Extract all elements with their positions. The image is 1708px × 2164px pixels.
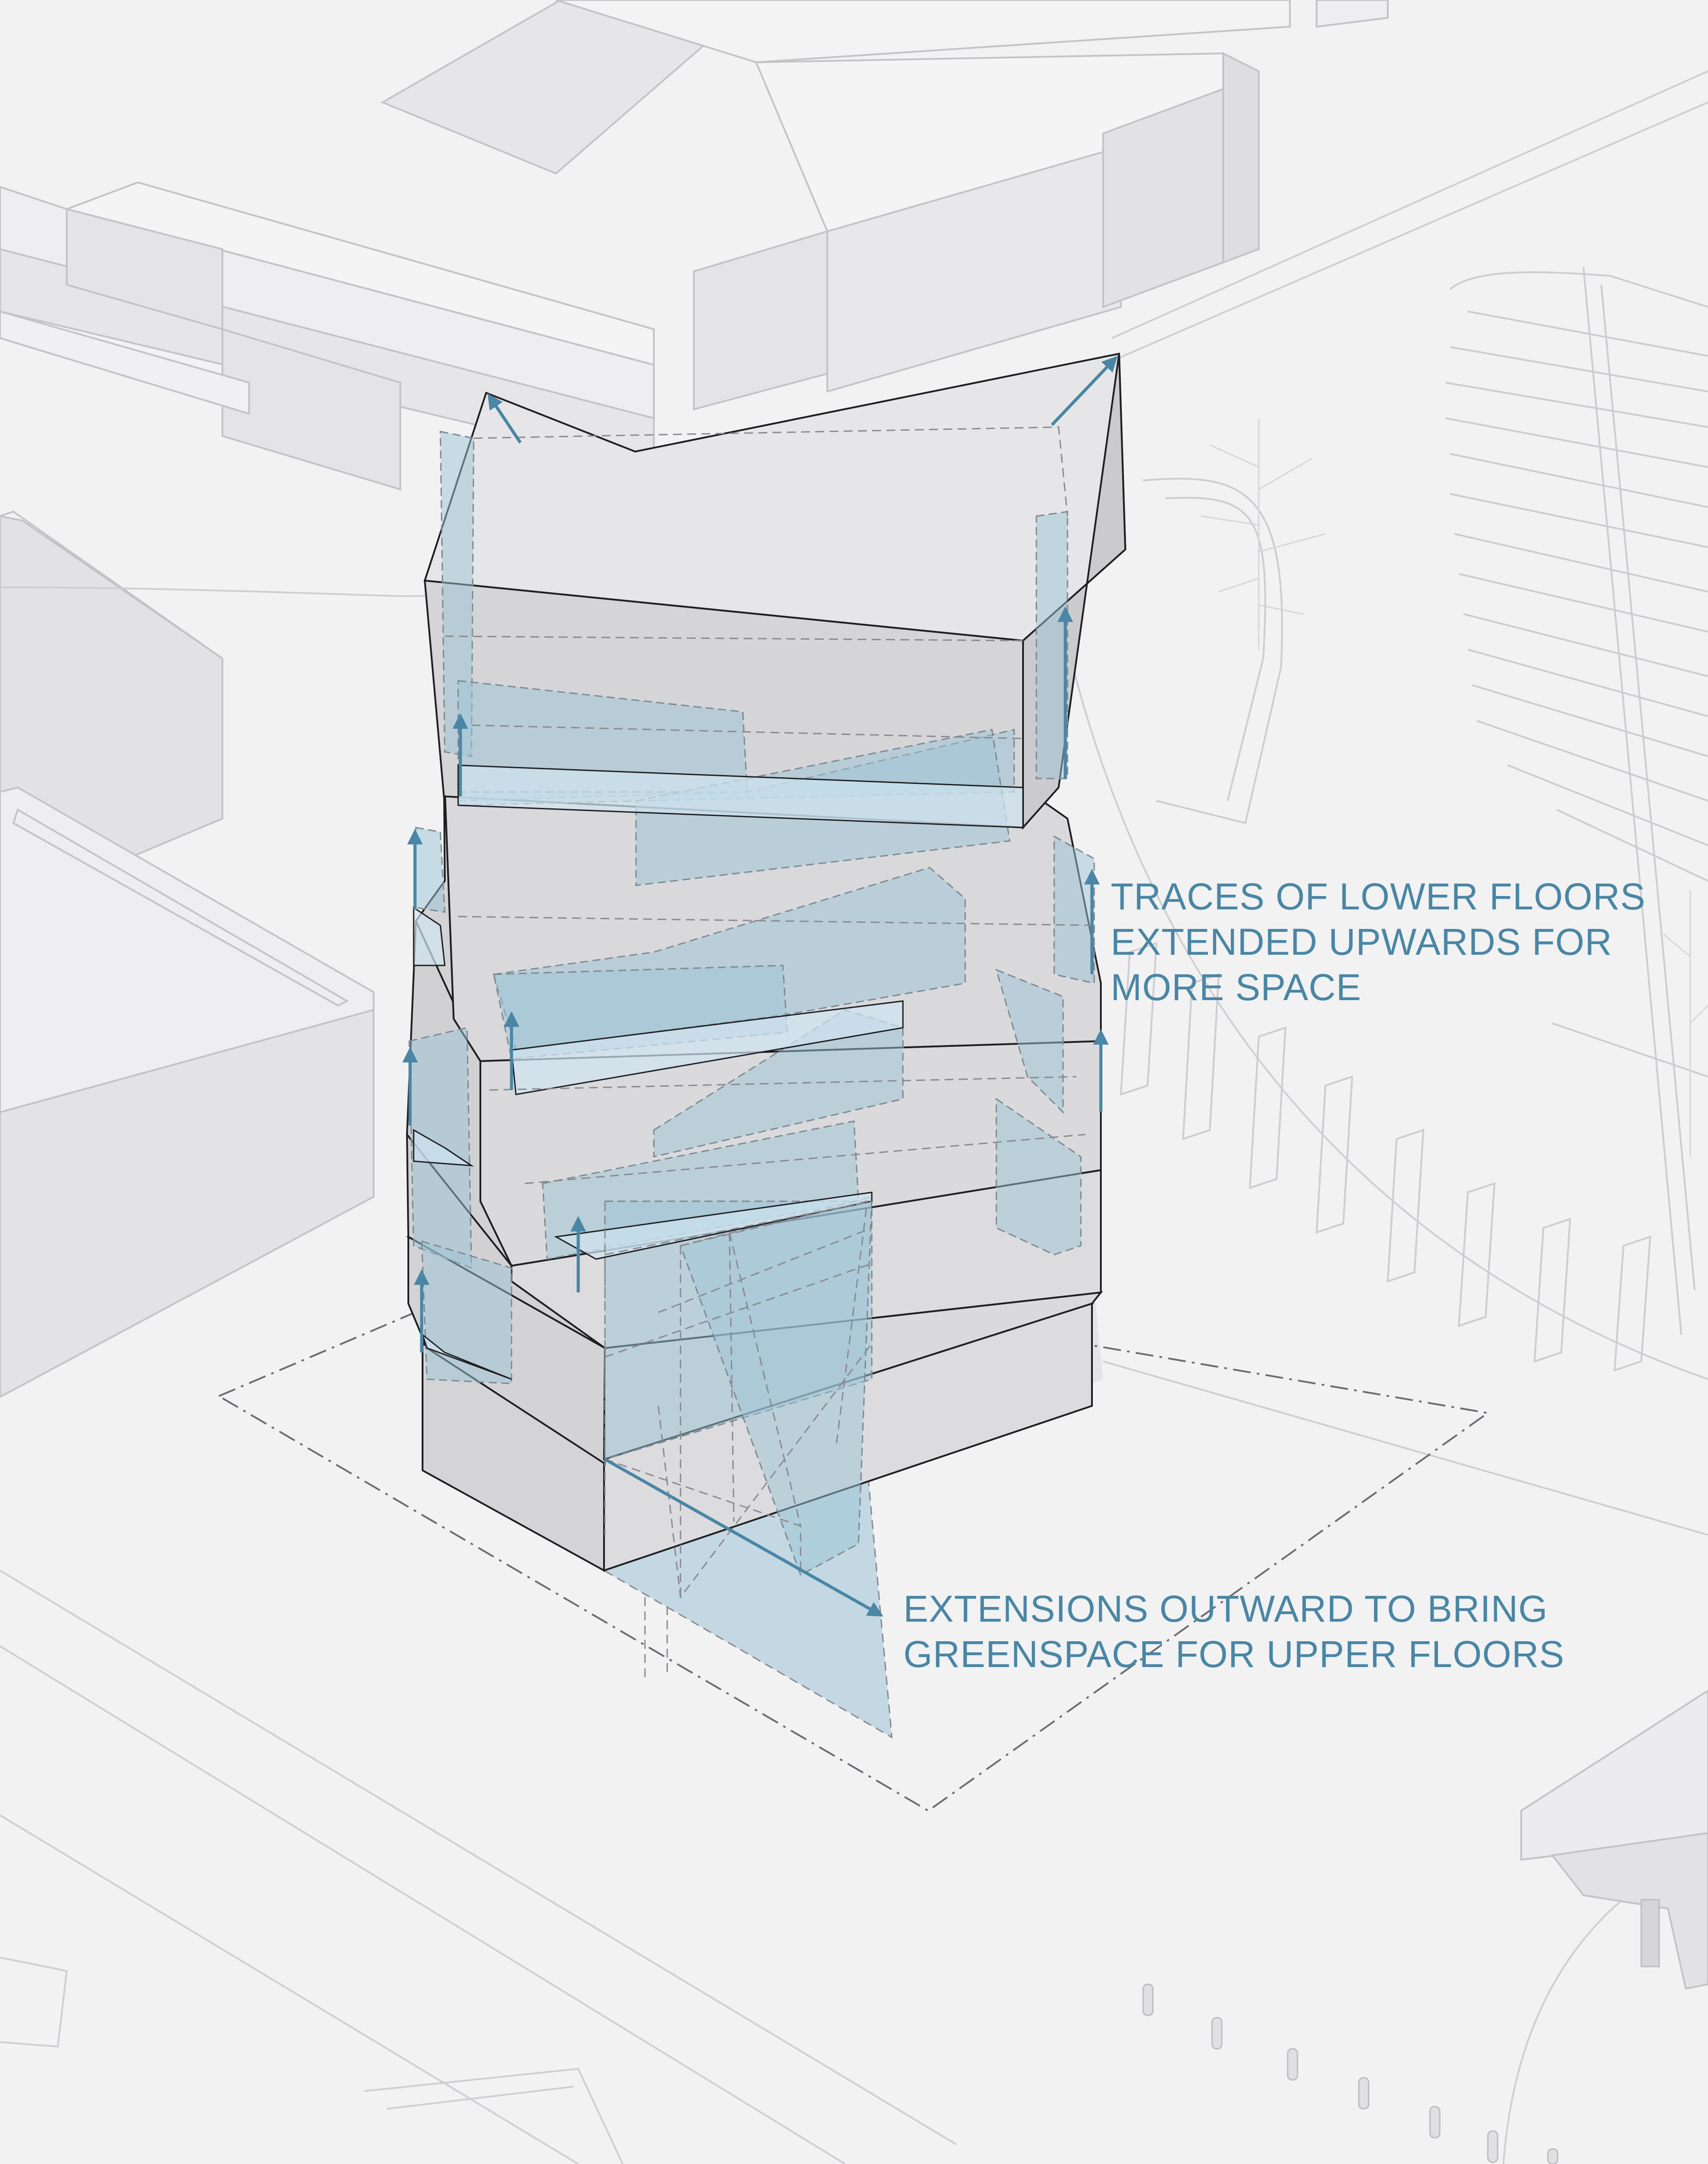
annotation-upward-line-3: MORE SPACE [1111,966,1362,1008]
annotation-upward-line-2: EXTENDED UPWARDS FOR [1111,921,1612,963]
context-tree [1200,418,1708,1157]
direction-arrows [402,355,1118,1617]
extension-undersides [413,764,1024,1380]
context-canopy [1520,1689,1708,1990]
annotation-outward-line-2: GREENSPACE FOR UPPER FLOORS [903,1633,1565,1675]
annotation-outward-extensions: EXTENSIONS OUTWARD TO BRING GREENSPACE F… [903,1586,1564,1677]
annotation-upward-traces: TRACES OF LOWER FLOORS EXTENDED UPWARDS … [1111,874,1646,1010]
hidden-lines [444,426,1099,1677]
context-bollards [1142,1983,1559,2164]
context-parking [1120,266,1708,1372]
annotation-outward-line-1: EXTENSIONS OUTWARD TO BRING [903,1588,1548,1630]
annotation-upward-line-1: TRACES OF LOWER FLOORS [1111,876,1646,917]
